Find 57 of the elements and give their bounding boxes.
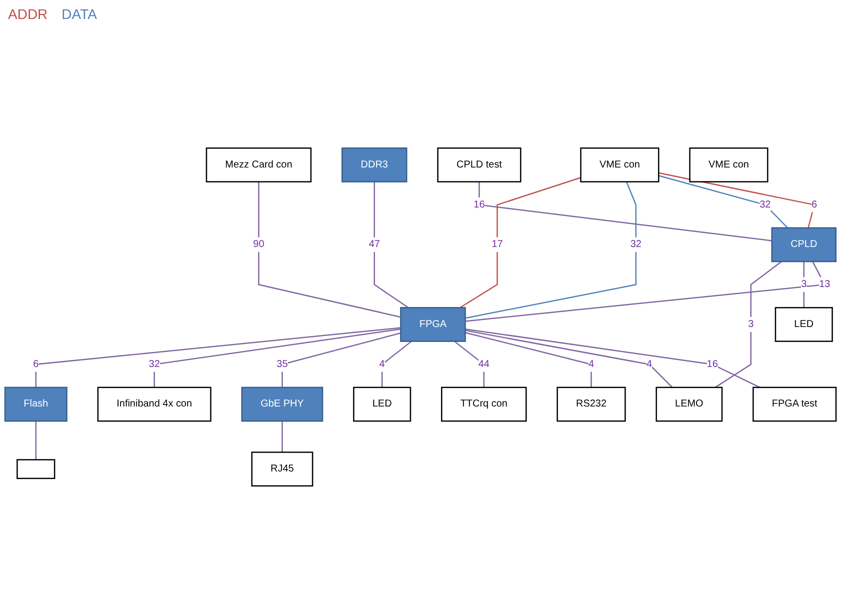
signal-label: ADDR [8, 6, 48, 22]
connector [478, 182, 772, 242]
edge-label: 16 [474, 199, 485, 210]
connector [658, 172, 816, 228]
connector [282, 332, 401, 388]
node-box: LED [774, 307, 833, 342]
node-box: FPGA test [752, 386, 837, 422]
node-box: FPGA [400, 307, 466, 342]
connector [374, 182, 409, 308]
edge-label: 13 [819, 278, 830, 290]
node-box: Flash [4, 386, 68, 422]
edge-label: 6 [33, 358, 39, 370]
node-box: CPLD [771, 227, 836, 262]
connector [714, 261, 782, 388]
node-box: DDR3 [341, 147, 408, 182]
connector [465, 332, 592, 388]
edge-label: 47 [368, 239, 380, 250]
connector [154, 328, 401, 388]
node-box: LEMO [656, 386, 723, 422]
connector [465, 330, 673, 388]
node-box: LED [353, 386, 412, 422]
edge-label: 4 [588, 358, 594, 370]
edge-label: 90 [253, 239, 264, 250]
edge-label: 4 [379, 358, 385, 370]
edge-label: 16 [706, 358, 718, 370]
connector [258, 182, 401, 318]
edge-label: 6 [811, 199, 818, 210]
connector [282, 421, 283, 452]
node-box: CPLD test [437, 147, 522, 182]
edge-label: 32 [630, 239, 642, 250]
edge-label: 35 [276, 358, 288, 370]
node-box: TTCrq con [441, 386, 527, 422]
edge-label: 3 [801, 278, 807, 290]
connector [460, 177, 581, 308]
node-box: GbE PHY [241, 386, 324, 422]
signal-label: DATA [62, 6, 97, 22]
edge-label: 44 [478, 358, 490, 370]
node-box: Infiniband 4x con [97, 386, 212, 422]
node-box: VME con [689, 147, 768, 182]
edge-label: 32 [760, 199, 771, 210]
node-box: RS232 [556, 386, 626, 422]
node-box: VME con [580, 147, 660, 182]
edge-label: 3 [748, 318, 754, 330]
connector [381, 340, 412, 388]
edge-label: 32 [148, 358, 160, 370]
connector [35, 327, 401, 388]
node-box: RJ45 [251, 452, 314, 487]
connector [658, 175, 788, 228]
node-box [16, 459, 56, 480]
connector [465, 182, 637, 319]
edge-label: 4 [646, 358, 652, 370]
edge-label: 17 [492, 239, 503, 250]
connector [465, 328, 760, 388]
connector [35, 421, 36, 460]
connector [803, 262, 804, 308]
connector [454, 340, 484, 388]
node-box: Mezz Card con [206, 147, 312, 182]
